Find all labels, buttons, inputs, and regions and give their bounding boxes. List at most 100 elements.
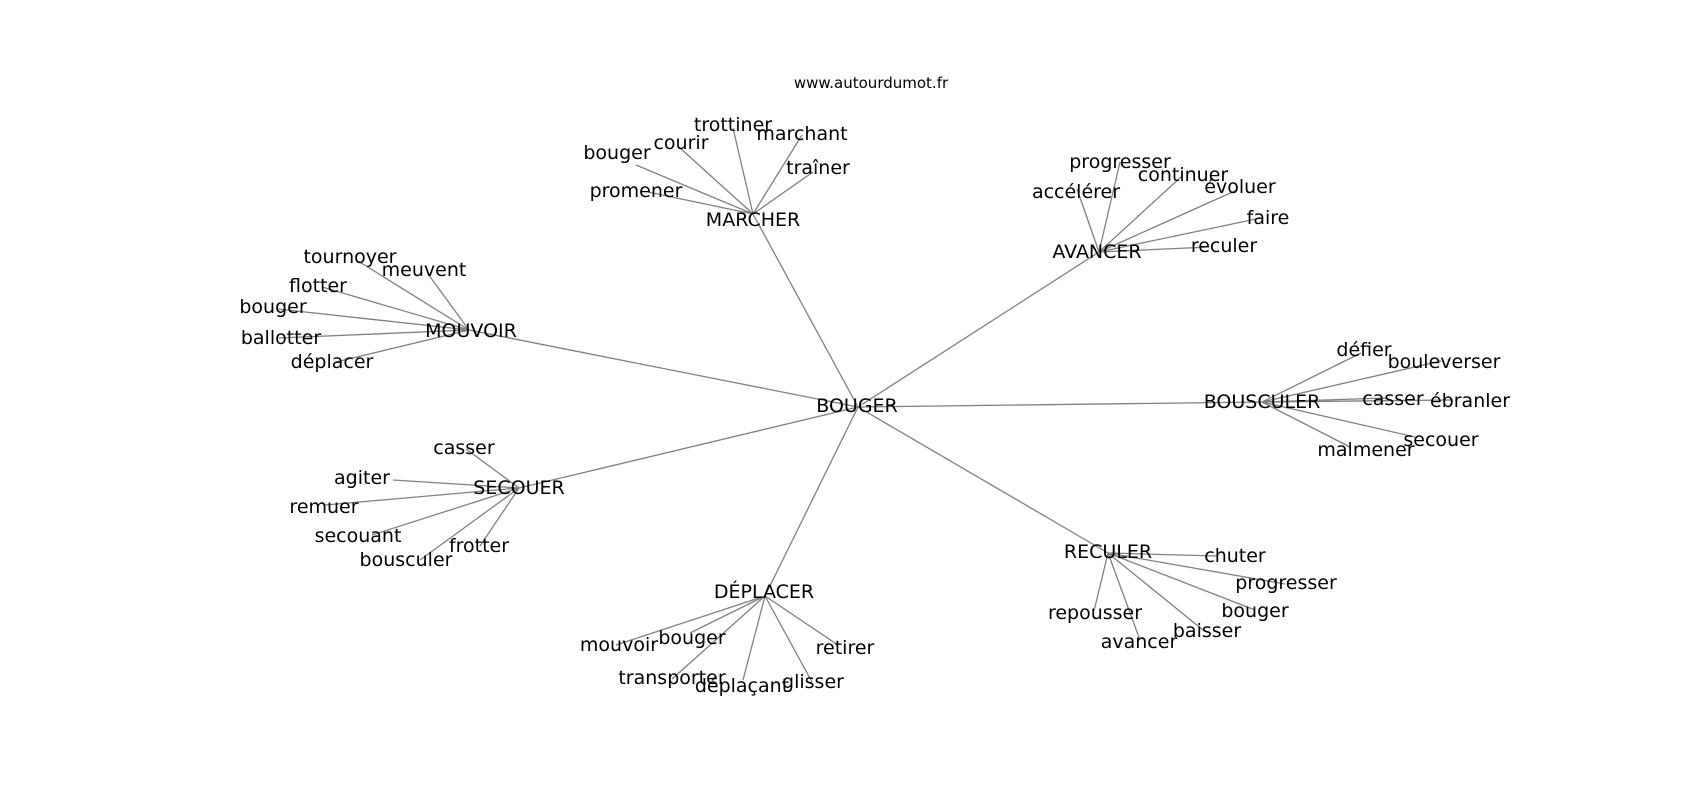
edge-bousculer-secouer	[1261, 401, 1416, 438]
source-label: www.autourdumot.fr	[794, 74, 949, 92]
leaf-node-mouvoir-flotter: flotter	[289, 275, 347, 297]
leaf-node-secouer-remuer: remuer	[289, 496, 358, 518]
edge-marcher-promener	[647, 191, 754, 215]
leaf-node-mouvoir-tournoyer: tournoyer	[303, 246, 396, 268]
leaf-node-deplacer-transporter: transporter	[618, 667, 725, 689]
edge-marcher-courir	[679, 147, 754, 215]
edge-root-mouvoir	[468, 329, 859, 408]
edge-root-marcher	[752, 213, 859, 408]
edge-secouer-frotter	[479, 487, 520, 547]
edge-root-avancer	[857, 251, 1100, 408]
leaf-node-bousculer-ebranler: ébranler	[1430, 390, 1510, 412]
edge-mouvoir-deplacer	[335, 329, 470, 363]
edge-secouer-bousculer	[419, 487, 520, 561]
leaf-node-bousculer-defier: défier	[1336, 339, 1391, 361]
edge-reculer-avancer	[1107, 552, 1141, 641]
edge-bousculer-ebranler	[1261, 399, 1454, 403]
edge-marcher-marchant	[752, 134, 803, 215]
edge-avancer-accelerer	[1076, 188, 1100, 253]
leaf-node-marcher-courir: courir	[653, 132, 708, 154]
leaf-node-reculer-baisser: baisser	[1173, 620, 1241, 642]
leaf-node-avancer-reculer: reculer	[1191, 235, 1258, 257]
edge-secouer-remuer	[324, 487, 520, 506]
leaf-node-mouvoir-ballotter: ballotter	[241, 327, 321, 349]
leaf-node-marcher-marchant: marchant	[756, 123, 847, 145]
edge-deplacer-glisser	[764, 595, 813, 683]
leaf-node-mouvoir-meuvent: meuvent	[382, 259, 467, 281]
edge-bousculer-bouleverser	[1261, 360, 1442, 403]
leaf-node-secouer-secouant: secouant	[315, 525, 402, 547]
edge-root-bousculer	[857, 401, 1263, 408]
edge-marcher-bouger	[635, 164, 754, 215]
leaf-node-secouer-casser: casser	[433, 437, 495, 459]
edge-marcher-trainer	[752, 171, 814, 215]
leaf-node-reculer-progresser: progresser	[1235, 572, 1337, 594]
leaf-node-reculer-chuter: chuter	[1204, 545, 1266, 567]
edge-avancer-evoluer	[1098, 189, 1238, 253]
leaf-node-deplacer-retirer: retirer	[816, 637, 875, 659]
edge-reculer-bouger	[1107, 552, 1256, 611]
cluster-node-mouvoir: MOUVOIR	[425, 320, 517, 342]
edge-deplacer-transporter	[671, 595, 766, 680]
edge-avancer-reculer	[1098, 246, 1210, 253]
leaf-node-deplacer-bouger: bouger	[658, 627, 725, 649]
leaf-node-secouer-frotter: frotter	[449, 535, 509, 557]
leaf-node-marcher-bouger: bouger	[583, 142, 650, 164]
cluster-node-bousculer: BOUSCULER	[1204, 391, 1321, 413]
edge-deplacer-deplacant	[742, 595, 766, 681]
leaf-node-mouvoir-bouger: bouger	[239, 296, 306, 318]
cluster-node-deplacer: DÉPLACER	[714, 580, 814, 603]
edge-reculer-chuter	[1107, 552, 1218, 557]
edge-avancer-continuer	[1098, 176, 1182, 253]
leaf-node-avancer-evoluer: évoluer	[1204, 176, 1276, 198]
edge-secouer-agiter	[392, 479, 520, 489]
leaf-node-reculer-bouger: bouger	[1221, 600, 1288, 622]
edge-bousculer-malmener	[1261, 401, 1351, 448]
leaf-node-mouvoir-deplacer: déplacer	[291, 351, 374, 373]
edge-secouer-casser	[465, 448, 520, 489]
leaf-node-avancer-continuer: continuer	[1138, 164, 1229, 186]
leaf-node-marcher-promener: promener	[590, 180, 683, 202]
edge-mouvoir-bouger	[277, 308, 470, 331]
edge-reculer-repousser	[1093, 552, 1109, 612]
edge-reculer-baisser	[1107, 552, 1204, 631]
edge-deplacer-mouvoir	[615, 595, 766, 646]
cluster-node-marcher: MARCHER	[706, 209, 800, 231]
leaf-node-secouer-bousculer: bousculer	[360, 549, 453, 571]
edge-deplacer-bouger	[689, 595, 766, 634]
leaf-node-deplacer-mouvoir: mouvoir	[580, 634, 658, 656]
leaf-node-secouer-agiter: agiter	[334, 467, 390, 489]
edge-avancer-faire	[1098, 218, 1257, 253]
edges-layer	[277, 127, 1454, 683]
edge-root-deplacer	[764, 406, 859, 597]
edge-mouvoir-tournoyer	[357, 260, 470, 331]
leaf-node-bousculer-casser: casser	[1362, 388, 1424, 410]
edge-root-secouer	[518, 406, 859, 489]
edge-bousculer-defier	[1261, 352, 1362, 403]
leaf-node-bousculer-bouleverser: bouleverser	[1388, 351, 1501, 373]
edge-avancer-progresser	[1098, 161, 1121, 253]
leaf-node-deplacer-glisser: glisser	[782, 671, 844, 693]
edge-root-reculer	[857, 406, 1109, 554]
leaf-node-reculer-avancer: avancer	[1101, 631, 1178, 653]
leaf-node-reculer-repousser: repousser	[1048, 602, 1142, 624]
leaf-node-avancer-progresser: progresser	[1069, 151, 1171, 173]
root-node-label: BOUGER	[816, 395, 898, 417]
edge-secouer-secouant	[371, 487, 520, 536]
edge-reculer-progresser	[1107, 552, 1286, 585]
leaf-node-avancer-faire: faire	[1247, 207, 1290, 229]
leaf-node-bousculer-malmener: malmener	[1317, 439, 1414, 461]
edge-mouvoir-flotter	[321, 286, 470, 331]
leaf-node-bousculer-secouer: secouer	[1403, 429, 1478, 451]
leaf-node-marcher-trainer: traîner	[786, 157, 850, 179]
leaf-node-deplacer-deplacant: déplaçant	[695, 675, 789, 697]
leaf-node-marcher-trottiner: trottiner	[694, 114, 772, 136]
edge-mouvoir-ballotter	[278, 329, 470, 339]
edge-marcher-trottiner	[732, 127, 754, 215]
cluster-node-avancer: AVANCER	[1052, 241, 1141, 263]
edge-deplacer-retirer	[764, 595, 839, 646]
cluster-node-reculer: RECULER	[1064, 541, 1152, 563]
leaf-node-avancer-accelerer: accélérer	[1032, 181, 1120, 203]
